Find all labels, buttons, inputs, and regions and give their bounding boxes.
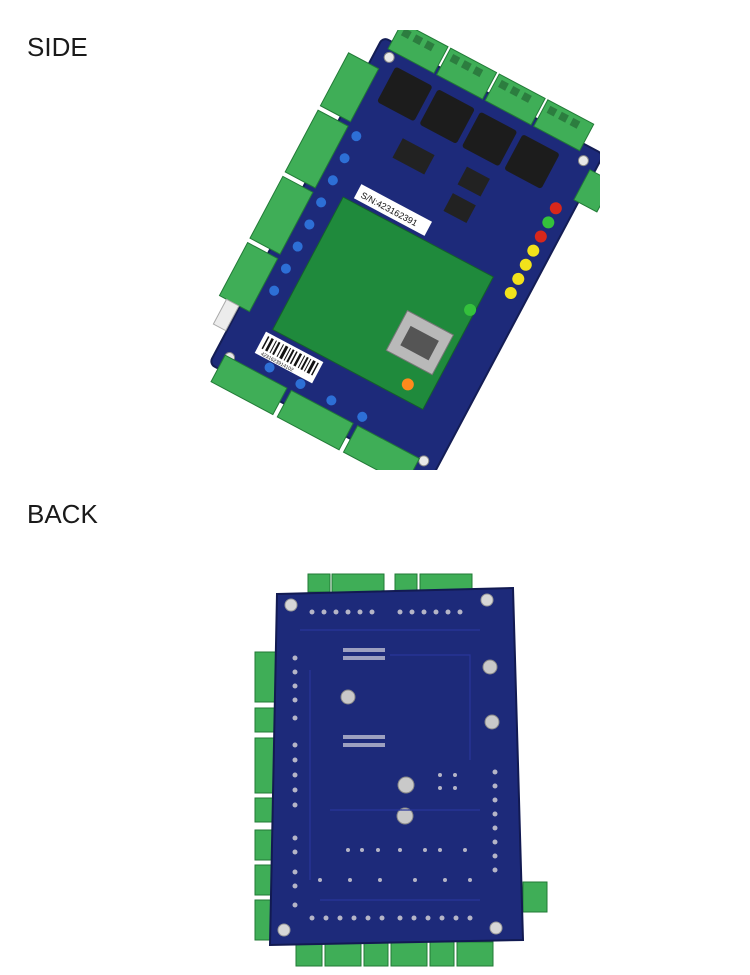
blue-capacitors bbox=[264, 131, 368, 422]
status-leds bbox=[504, 202, 562, 300]
white-connector bbox=[212, 298, 240, 332]
terminal-block-right bbox=[522, 881, 548, 913]
solder-pads bbox=[292, 609, 498, 921]
barcode-sticker: 4231623914102 bbox=[254, 331, 324, 384]
serial-sticker bbox=[353, 184, 433, 236]
ic-pad-strips bbox=[343, 648, 385, 747]
terminal-blocks-left bbox=[218, 52, 380, 313]
ic-chip bbox=[392, 138, 435, 175]
pcb-back bbox=[268, 586, 525, 947]
side-section-label: SIDE bbox=[27, 32, 88, 62]
terminal-block-right bbox=[573, 169, 600, 213]
green-led bbox=[464, 303, 477, 316]
terminal-blocks-left bbox=[254, 651, 278, 941]
regulator-chip bbox=[443, 193, 476, 224]
relays bbox=[377, 67, 559, 189]
standoffs bbox=[340, 659, 500, 825]
traces bbox=[300, 629, 480, 901]
terminal-blocks-bottom bbox=[210, 354, 421, 470]
back-section-label: BACK bbox=[27, 499, 98, 529]
regulator-chip bbox=[457, 166, 490, 197]
orange-led bbox=[401, 378, 414, 391]
mount-hole bbox=[383, 51, 395, 63]
board-side-photo: S/N:423162391 4231623914102 bbox=[210, 30, 600, 470]
board-back-photo bbox=[254, 573, 548, 967]
terminal-blocks-bottom bbox=[295, 941, 494, 967]
mount-hole bbox=[577, 155, 589, 167]
terminal-blocks-top bbox=[387, 30, 595, 152]
mount-holes bbox=[277, 593, 503, 937]
